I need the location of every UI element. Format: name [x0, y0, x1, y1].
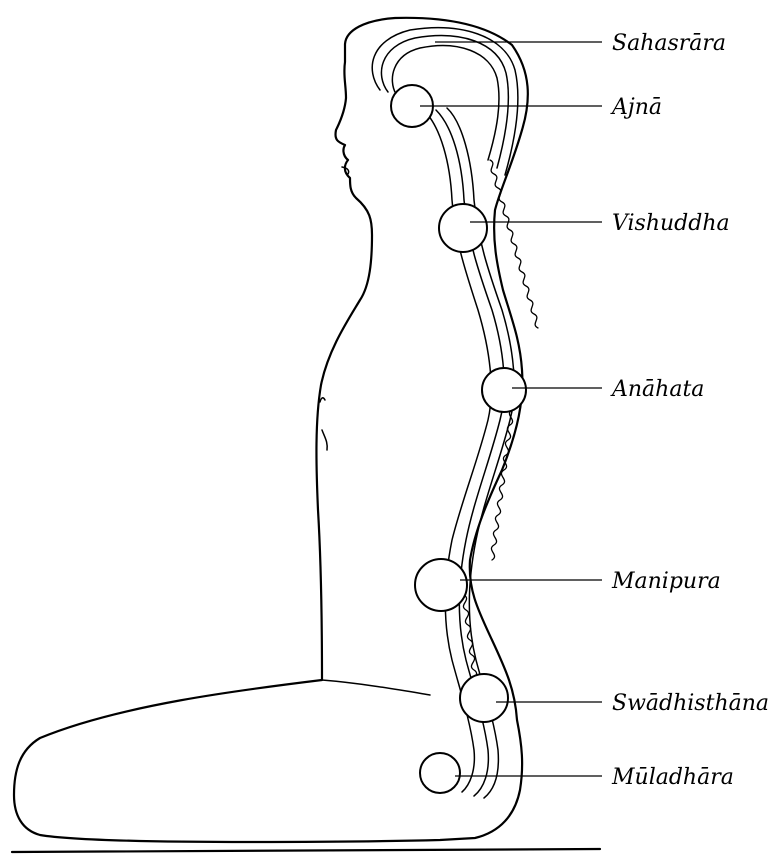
- label-swadhisthana: Swādhisthāna: [612, 691, 769, 716]
- label-vishuddha: Vishuddha: [612, 211, 730, 236]
- label-manipura: Manipura: [611, 569, 721, 594]
- hip-line: [322, 680, 430, 695]
- ground-line: [12, 849, 600, 852]
- chakra-circle-vishuddha: [439, 204, 487, 252]
- wavy-nadi-upper: [490, 160, 538, 328]
- label-ajna: Ajnā: [610, 95, 662, 120]
- label-muladhara: Mūladhāra: [611, 765, 734, 790]
- nipple-mark: [320, 398, 325, 402]
- seated-body-outline: [14, 18, 528, 842]
- chakra-circle-swadhisthana: [460, 674, 508, 722]
- chakra-circle-manipura: [415, 559, 467, 611]
- chest-line: [322, 430, 327, 450]
- chakra-circle-anahata: [482, 368, 526, 412]
- label-anahata: Anāhata: [610, 377, 704, 402]
- label-sahasrara: Sahasrāra: [612, 31, 726, 56]
- chakra-circle-muladhara: [420, 753, 460, 793]
